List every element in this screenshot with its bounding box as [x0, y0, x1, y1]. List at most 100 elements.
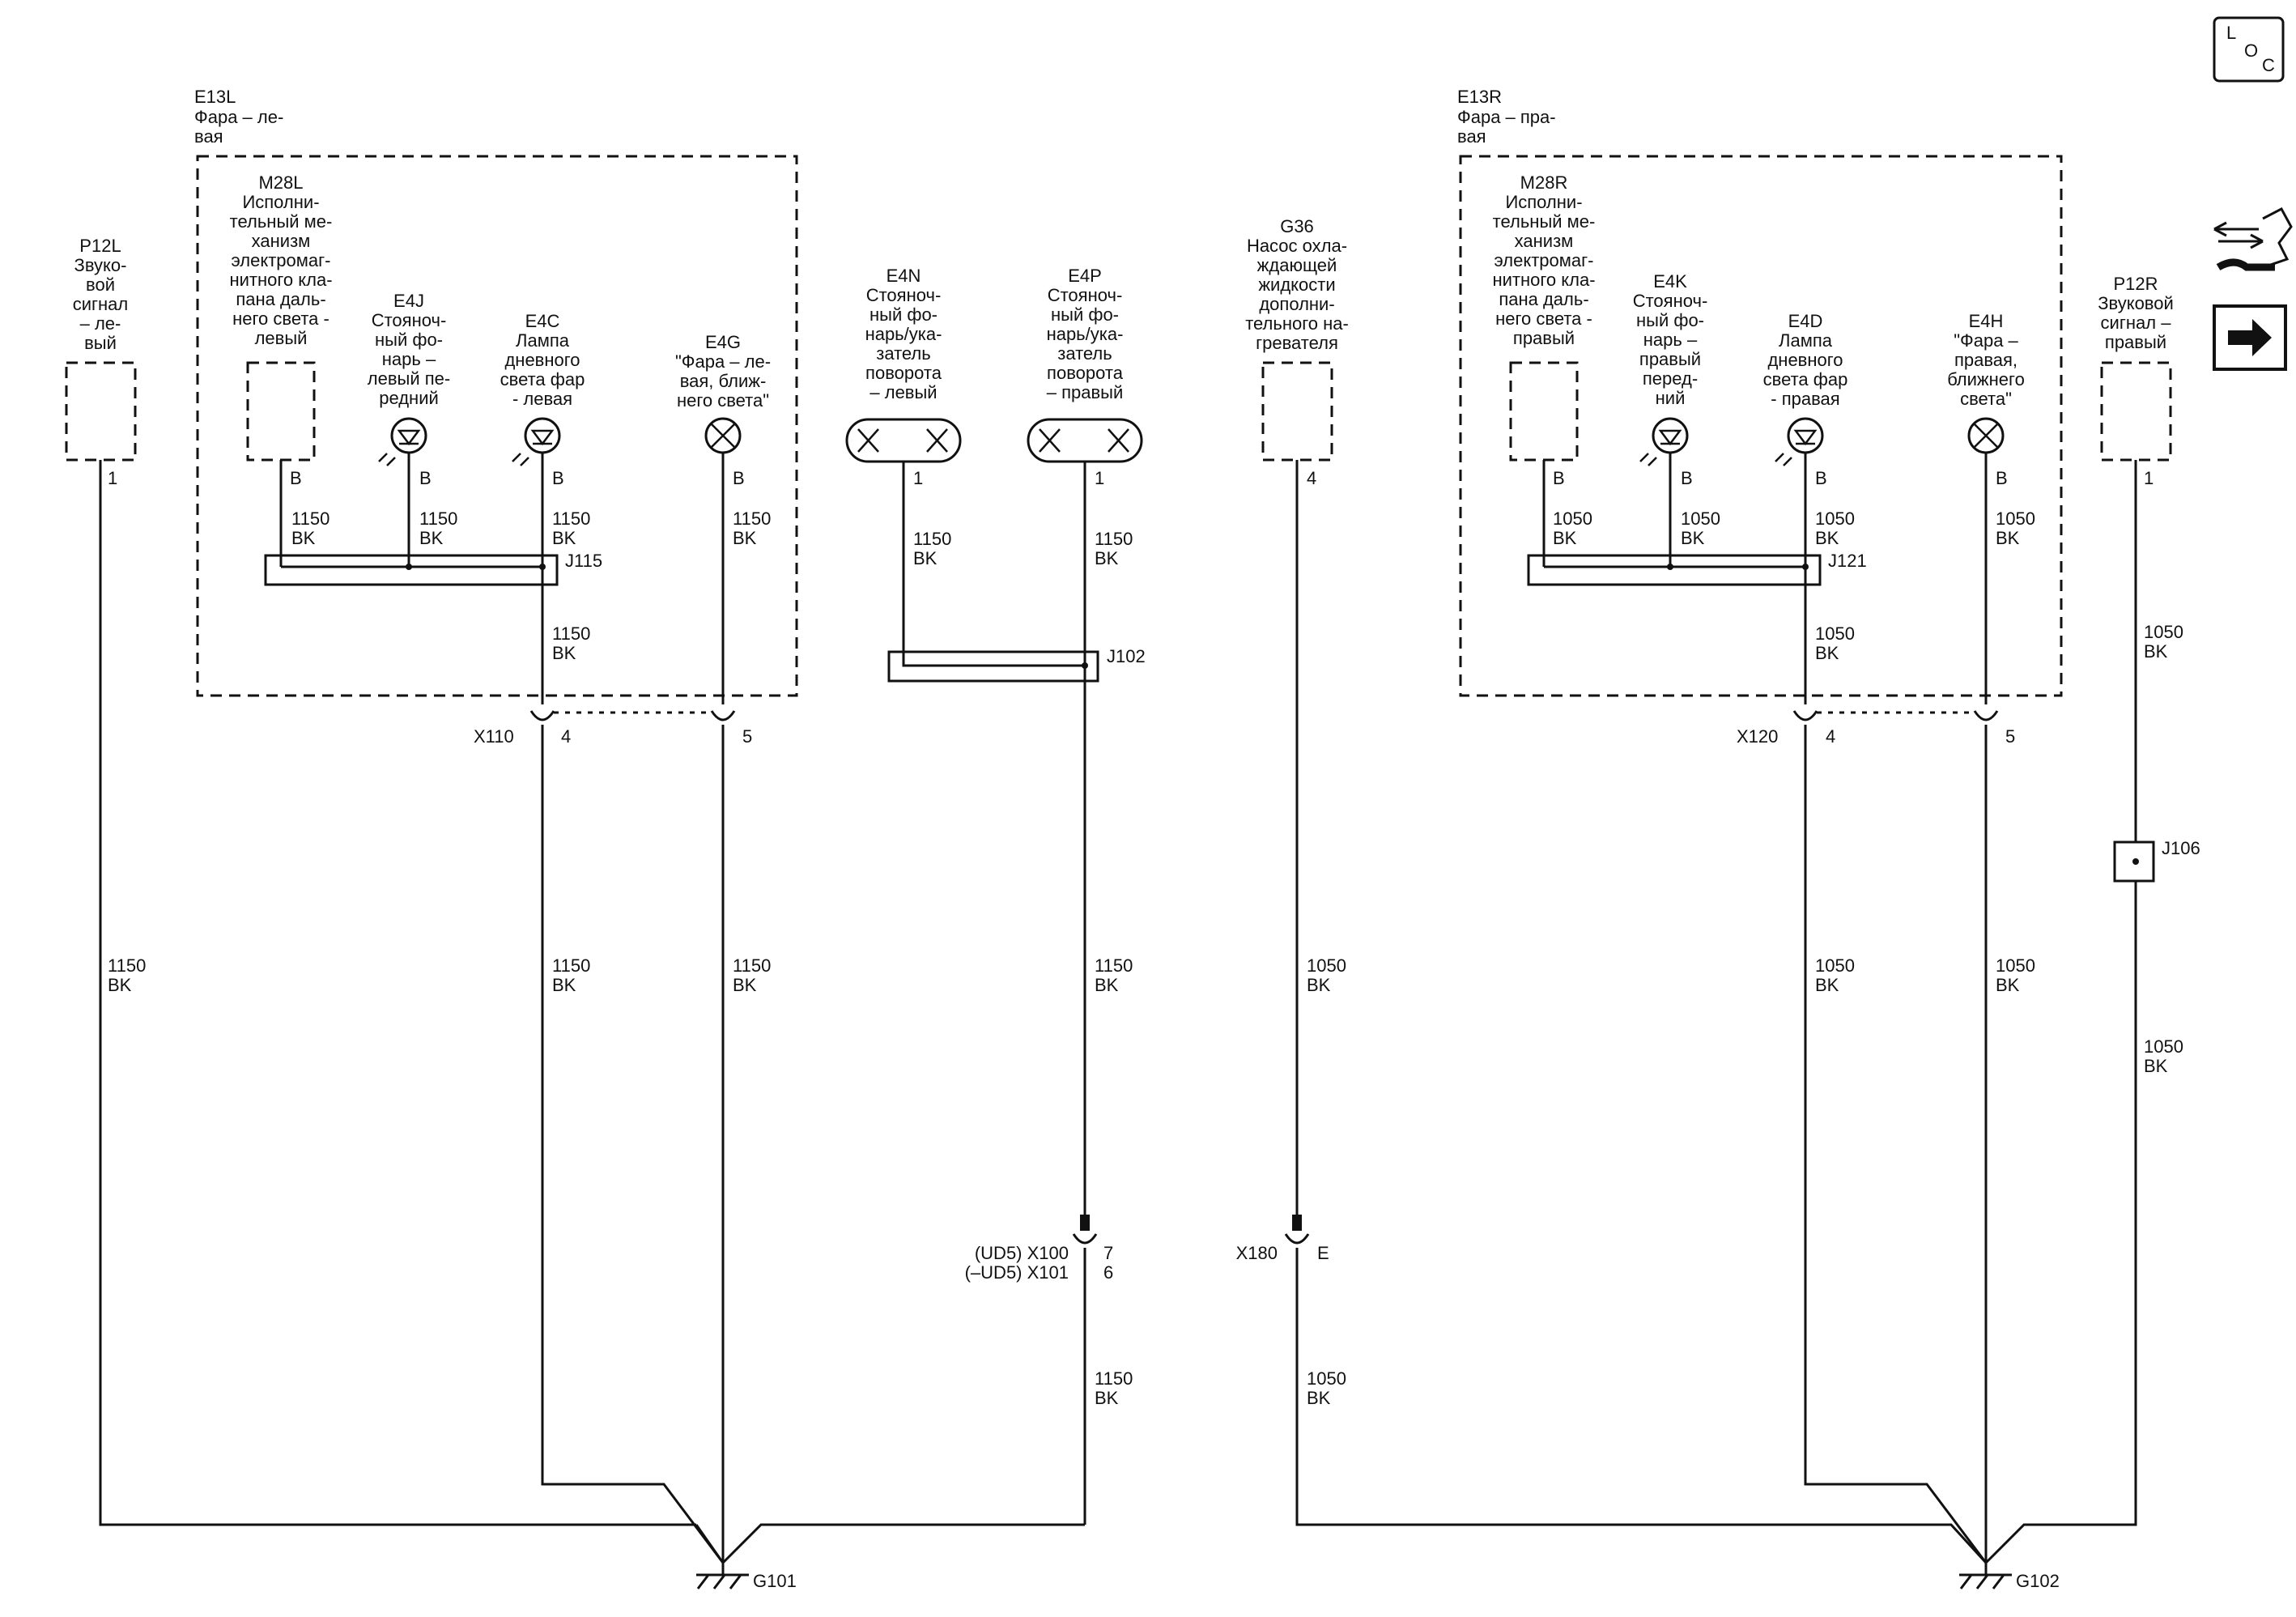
svg-text:M28R: M28R	[1520, 172, 1568, 193]
svg-text:1150: 1150	[552, 955, 590, 976]
svg-text:G36: G36	[1280, 216, 1314, 236]
j102-splice	[887, 650, 1099, 683]
svg-text:BK: BK	[1996, 975, 2020, 995]
svg-text:B: B	[1681, 468, 1693, 488]
svg-text:BK: BK	[552, 643, 576, 663]
led-symbol	[512, 417, 561, 466]
svg-text:жидкости: жидкости	[1258, 274, 1335, 295]
svg-text:BK: BK	[1815, 975, 1839, 995]
e4j-park-lamp-left: E4J Стояноч- ный фо- нарь – левый пе- ре…	[368, 291, 458, 548]
svg-text:тельный ме-: тельный ме-	[230, 211, 333, 232]
loc-icon[interactable]: L O C	[2213, 16, 2285, 83]
svg-text:дополни-: дополни-	[1259, 294, 1334, 314]
svg-text:нарь/ука-: нарь/ука-	[1047, 324, 1124, 344]
svg-text:света": света"	[1960, 389, 2012, 409]
svg-text:ный фо-: ный фо-	[1051, 304, 1119, 325]
svg-text:1150: 1150	[291, 509, 330, 529]
e4k-park-lamp-right: E4K Стояноч- ный фо- нарь – правый перед…	[1633, 271, 1720, 548]
j115-splice	[264, 554, 559, 586]
j121-splice	[1527, 554, 1822, 586]
svg-text:BK: BK	[552, 528, 576, 548]
svg-text:левый пе-: левый пе-	[368, 368, 450, 389]
led-symbol	[1775, 417, 1824, 466]
svg-text:E4K: E4K	[1653, 271, 1687, 291]
svg-text:пана даль-: пана даль-	[236, 289, 325, 309]
right-arrow-icon[interactable]	[2213, 304, 2287, 371]
svg-text:B: B	[1996, 468, 2008, 488]
svg-text:BK: BK	[1681, 528, 1705, 548]
svg-text:1050: 1050	[1815, 955, 1855, 976]
svg-text:B: B	[1553, 468, 1565, 488]
g101-ground: G101	[696, 1563, 797, 1591]
harness-wrench-icon[interactable]	[2213, 206, 2293, 271]
j106-splice	[2113, 840, 2155, 883]
svg-text:G102: G102	[2016, 1571, 2060, 1591]
svg-text:пана даль-: пана даль-	[1499, 289, 1588, 309]
svg-text:ный фо-: ный фо-	[375, 330, 443, 350]
svg-text:ний: ний	[1656, 388, 1686, 408]
svg-text:5: 5	[2005, 726, 2015, 747]
svg-text:тельного на-: тельного на-	[1245, 313, 1349, 334]
svg-text:E13L: E13L	[194, 87, 236, 107]
svg-text:4: 4	[1826, 726, 1835, 747]
svg-text:нарь –: нарь –	[382, 349, 436, 369]
svg-text:L: L	[2226, 23, 2236, 43]
svg-text:E4N: E4N	[887, 266, 921, 286]
g102-ground: G102	[1959, 1563, 2060, 1591]
svg-text:BK: BK	[733, 975, 757, 995]
dual-bulb-symbol	[845, 418, 962, 463]
e4h-lowbeam-right: E4H "Фара – правая, ближнего света" B 10…	[1947, 311, 2035, 995]
svg-text:BK: BK	[1996, 528, 2020, 548]
svg-text:B: B	[1815, 468, 1827, 488]
led-symbol	[378, 417, 427, 466]
svg-text:Звуко-: Звуко-	[74, 255, 127, 275]
left-wires: J115 X110 4 5	[99, 453, 1085, 1564]
svg-text:P12L: P12L	[79, 236, 121, 256]
svg-text:X180: X180	[1236, 1243, 1278, 1263]
svg-text:1150: 1150	[733, 955, 771, 976]
svg-text:BK: BK	[1095, 1388, 1119, 1408]
p12l-horn-left: P12L Звуко- вой сигнал – ле- вый 1 1150 …	[65, 236, 146, 995]
e13l-boundary	[196, 155, 798, 697]
svg-text:ный фо-: ный фо-	[870, 304, 938, 325]
svg-text:него света -: него света -	[232, 309, 330, 329]
svg-text:1150: 1150	[552, 623, 590, 644]
svg-text:(–UD5) X101: (–UD5) X101	[965, 1262, 1069, 1283]
svg-text:Лампа: Лампа	[1779, 330, 1833, 351]
svg-text:ханизм: ханизм	[252, 231, 311, 251]
svg-text:1050: 1050	[1996, 955, 2035, 976]
svg-text:вый: вый	[84, 333, 117, 353]
svg-text:1150: 1150	[1095, 955, 1133, 976]
svg-text:вая, ближ-: вая, ближ-	[680, 371, 767, 391]
svg-text:E4G: E4G	[705, 332, 741, 352]
svg-text:"Фара – ле-: "Фара – ле-	[675, 351, 771, 372]
svg-text:B: B	[419, 468, 432, 488]
svg-text:1: 1	[1095, 468, 1104, 488]
svg-text:- правая: - правая	[1771, 389, 1839, 409]
svg-text:ный фо-: ный фо-	[1636, 310, 1704, 330]
svg-text:G101: G101	[753, 1571, 797, 1591]
svg-text:Насос охла-: Насос охла-	[1247, 236, 1347, 256]
svg-text:BK: BK	[1095, 975, 1119, 995]
svg-text:BK: BK	[733, 528, 757, 548]
svg-text:Стояноч-: Стояноч-	[1048, 285, 1123, 305]
led-symbol	[1639, 417, 1689, 466]
svg-text:электромаг-: электромаг-	[1495, 250, 1594, 270]
svg-text:E4D: E4D	[1788, 311, 1823, 331]
svg-text:BK: BK	[1815, 528, 1839, 548]
svg-text:1150: 1150	[1095, 529, 1133, 549]
svg-text:1150: 1150	[913, 529, 951, 549]
svg-text:Стояноч-: Стояноч-	[866, 285, 942, 305]
e4d-drl-right: E4D Лампа дневного света фар - правая B …	[1763, 311, 1855, 995]
svg-text:Звуковой: Звуковой	[2098, 293, 2174, 313]
g36-coolant-pump: G36 Насос охла- ждающей жидкости дополни…	[1236, 216, 1988, 1564]
svg-text:E4C: E4C	[525, 311, 560, 331]
svg-text:вой: вой	[86, 274, 115, 295]
svg-text:затель: затель	[876, 343, 930, 364]
dual-bulb-symbol	[1027, 418, 1143, 463]
svg-text:BK: BK	[1307, 975, 1331, 995]
e13l-headlamp-left: E13L Фара – ле- вая	[194, 87, 798, 697]
svg-text:BK: BK	[913, 548, 938, 568]
svg-text:1050: 1050	[1815, 623, 1855, 644]
